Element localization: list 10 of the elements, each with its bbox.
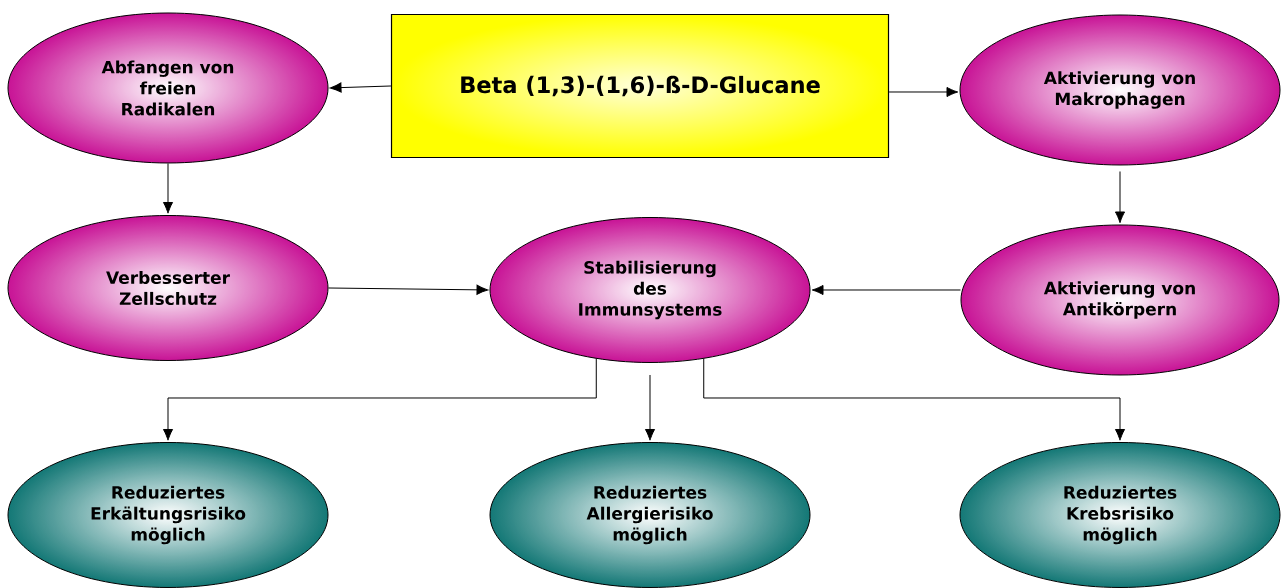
arrow	[329, 82, 392, 93]
arrow	[162, 163, 174, 214]
title-box: Beta (1,3)-(1,6)-ß-D-Glucane	[390, 13, 890, 159]
arrow	[328, 284, 489, 295]
arrow	[888, 86, 959, 98]
arrow	[1114, 171, 1126, 224]
arrow	[703, 358, 1126, 441]
arrow	[811, 284, 961, 296]
arrow	[644, 374, 656, 441]
arrow	[162, 358, 597, 441]
